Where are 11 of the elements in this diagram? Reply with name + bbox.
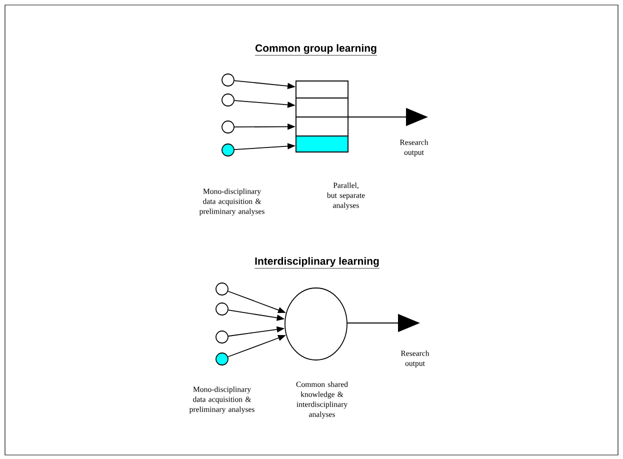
source-circle	[222, 120, 234, 134]
source-circle	[222, 74, 234, 86]
source-circle	[216, 302, 228, 316]
knowledge-circle	[284, 288, 348, 360]
source-circle	[222, 144, 234, 156]
source-circle	[216, 282, 228, 296]
source-circle	[222, 94, 234, 106]
source-circle	[216, 330, 228, 344]
section-heading: Interdisciplinary learning	[254, 257, 380, 269]
source-circle	[216, 352, 228, 366]
section-heading: Common group learning	[254, 44, 378, 56]
